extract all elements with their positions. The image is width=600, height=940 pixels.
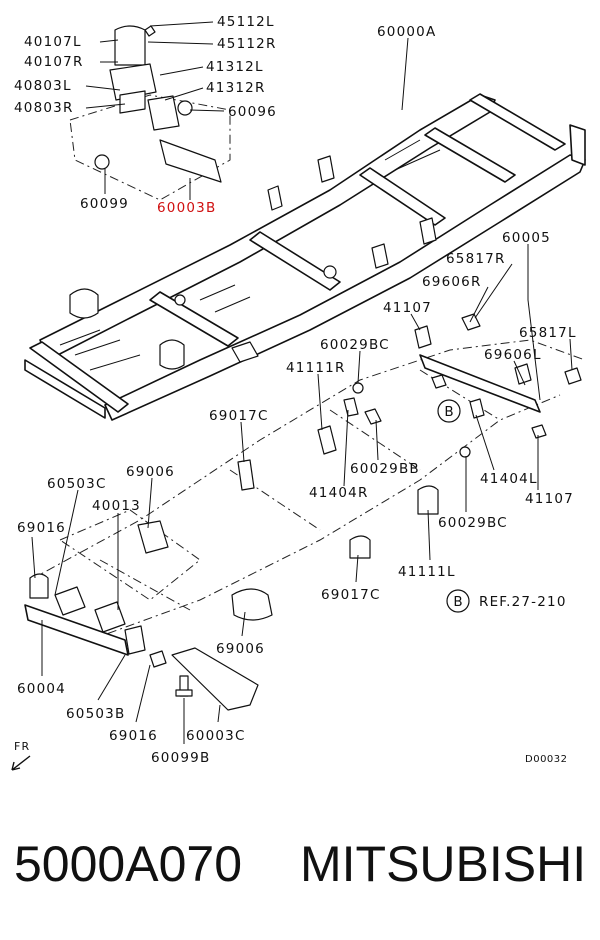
label-40803R: 40803R xyxy=(14,100,74,116)
label-41312R: 41312R xyxy=(206,80,266,96)
label-60029BC-upper: 60029BC xyxy=(320,337,390,353)
label-41107-lower: 41107 xyxy=(525,491,574,507)
label-69017C-lower: 69017C xyxy=(321,587,381,603)
drawing-code: D00032 xyxy=(525,754,568,765)
front-label: FR xyxy=(14,740,30,753)
label-45112L: 45112L xyxy=(217,14,275,30)
label-40013: 40013 xyxy=(92,498,141,514)
label-65817R: 65817R xyxy=(446,251,506,267)
label-69006-lower: 69006 xyxy=(216,641,265,657)
label-41107-upper: 41107 xyxy=(383,300,432,316)
parts-diagram: 45112L 40107L 45112R 40107R 41312L 40803… xyxy=(11,14,586,771)
label-60029BB: 60029BB xyxy=(350,461,420,477)
label-40107R: 40107R xyxy=(24,54,84,70)
front-arrow-icon xyxy=(11,755,31,771)
ref-marker-upper: B xyxy=(437,399,461,423)
ref-label: REF.27-210 xyxy=(479,594,567,610)
label-40803L: 40803L xyxy=(14,78,72,94)
label-69606L: 69606L xyxy=(484,347,542,363)
label-41111R: 41111R xyxy=(286,360,346,376)
lower-frame-drawing xyxy=(24,313,586,711)
part-number-caption: 5000A070 xyxy=(14,836,243,892)
brand-caption: MITSUBISHI xyxy=(300,836,587,892)
mount-bracket-detail xyxy=(69,25,231,201)
upper-frame-drawing xyxy=(24,93,586,421)
label-69016-left: 69016 xyxy=(17,520,66,536)
label-60029BC-lower: 60029BC xyxy=(438,515,508,531)
label-65817L: 65817L xyxy=(519,325,577,341)
label-60096: 60096 xyxy=(228,104,277,120)
part-labels: 45112L 40107L 45112R 40107R 41312L 40803… xyxy=(14,14,577,766)
label-41404L: 41404L xyxy=(480,471,538,487)
label-41111L: 41111L xyxy=(398,564,456,580)
label-69016-lower: 69016 xyxy=(109,728,158,744)
front-arrow: FR xyxy=(11,740,31,771)
label-69606R: 69606R xyxy=(422,274,482,290)
label-60003B: 60003B xyxy=(157,200,216,216)
leader-lines xyxy=(31,21,573,744)
label-69006-upper: 69006 xyxy=(126,464,175,480)
label-40107L: 40107L xyxy=(24,34,82,50)
label-60099B: 60099B xyxy=(151,750,210,766)
label-60005: 60005 xyxy=(502,230,551,246)
label-60004: 60004 xyxy=(17,681,66,697)
ref-marker-lower-letter: B xyxy=(453,594,462,610)
label-69017C-upper: 69017C xyxy=(209,408,269,424)
label-60503C: 60503C xyxy=(47,476,107,492)
label-45112R: 45112R xyxy=(217,36,277,52)
label-60503B: 60503B xyxy=(66,706,125,722)
label-60003C: 60003C xyxy=(186,728,246,744)
label-60099: 60099 xyxy=(80,196,129,212)
ref-marker-lower: B xyxy=(446,589,470,613)
label-60000A: 60000A xyxy=(377,24,436,40)
label-41404R: 41404R xyxy=(309,485,369,501)
ref-marker-upper-letter: B xyxy=(444,404,453,420)
label-41312L: 41312L xyxy=(206,59,264,75)
